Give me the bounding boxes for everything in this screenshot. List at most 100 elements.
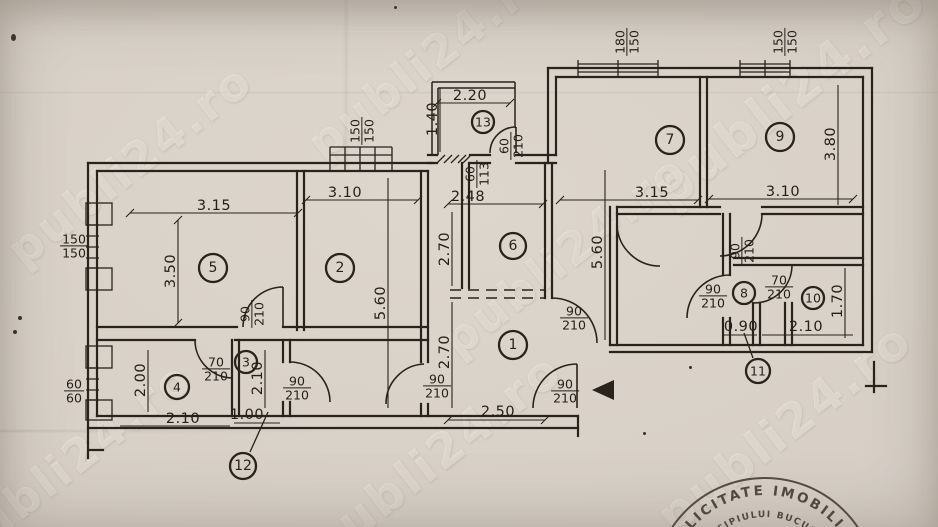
dimension-label: 2.70 xyxy=(437,334,453,370)
size-height: 60 xyxy=(64,390,84,406)
size-height: 210 xyxy=(202,368,230,384)
dimension-label: 2.10 xyxy=(250,360,266,396)
size-width: 90 xyxy=(705,281,721,297)
room-number-12: 12 xyxy=(228,451,258,481)
room-number-13: 13 xyxy=(470,109,496,135)
svg-text:3: 3 xyxy=(242,355,250,370)
size-width: 90 xyxy=(289,373,305,389)
size-height: 210 xyxy=(510,132,526,160)
dimension-label: 5.60 xyxy=(373,285,389,321)
svg-text:9: 9 xyxy=(776,129,785,145)
size-height: 210 xyxy=(283,387,311,403)
size-height: 150 xyxy=(626,28,642,56)
dimension-label: 3.15 xyxy=(196,198,232,214)
room-number-2: 2 xyxy=(324,252,356,284)
dimension-label: 2.10 xyxy=(788,319,824,335)
size-width: 150 xyxy=(770,30,786,54)
size-width: 60 xyxy=(496,138,512,154)
size-width: 150 xyxy=(62,231,86,247)
entrance-arrow-icon xyxy=(592,380,614,400)
svg-text:12: 12 xyxy=(234,458,252,474)
size-height: 210 xyxy=(699,295,727,311)
dashed-partition xyxy=(450,289,545,299)
svg-text:6: 6 xyxy=(509,238,518,254)
room-number-8: 8 xyxy=(731,280,757,306)
dimension-label: 1.00 xyxy=(229,407,265,423)
dimension-label: 1.40 xyxy=(425,101,441,137)
leader-lines xyxy=(249,332,754,453)
size-height: 210 xyxy=(741,237,757,265)
size-height: 150 xyxy=(784,28,800,56)
svg-text:13: 13 xyxy=(475,115,491,130)
size-height: 113 xyxy=(476,160,492,188)
size-height: 210 xyxy=(551,390,579,406)
size-height: 210 xyxy=(423,385,451,401)
room-number-3: 3 xyxy=(233,349,259,375)
dimension-label: 3.10 xyxy=(327,185,363,201)
room-number-7: 7 xyxy=(654,124,686,156)
size-width: 90 xyxy=(727,243,743,259)
room-number-11: 11 xyxy=(744,357,772,385)
svg-text:1: 1 xyxy=(509,337,518,353)
size-width: 90 xyxy=(237,306,253,322)
size-width: 90 xyxy=(429,371,445,387)
size-width: 150 xyxy=(347,119,363,143)
size-width: 70 xyxy=(771,272,787,288)
size-height: 150 xyxy=(361,117,377,145)
dimension-lines xyxy=(120,85,858,427)
svg-text:10: 10 xyxy=(805,291,821,306)
balcony-railing xyxy=(431,81,516,155)
size-width: 60 xyxy=(66,376,82,392)
dimension-label: 2.48 xyxy=(450,189,486,205)
walls xyxy=(86,66,888,460)
dimension-label: 3.80 xyxy=(823,126,839,162)
dimension-label: 2.10 xyxy=(165,411,201,427)
room-number-5: 5 xyxy=(197,252,229,284)
svg-text:5: 5 xyxy=(209,260,218,276)
room-number-10: 10 xyxy=(800,285,826,311)
size-height: 210 xyxy=(560,317,588,333)
dimension-label: 1.70 xyxy=(830,283,846,319)
dimension-label: 3.15 xyxy=(634,185,670,201)
size-height: 210 xyxy=(765,286,793,302)
svg-text:4: 4 xyxy=(173,380,181,395)
dimension-label: 3.10 xyxy=(765,184,801,200)
room-number-6: 6 xyxy=(498,231,528,261)
dimension-label: 5.60 xyxy=(590,234,606,270)
size-width: 180 xyxy=(612,30,628,54)
dimension-label: 2.50 xyxy=(480,404,516,420)
dimension-label: 2.00 xyxy=(133,362,149,398)
dimension-label: 2.70 xyxy=(437,231,453,267)
windows xyxy=(85,60,791,421)
room-number-4: 4 xyxy=(163,373,191,401)
dimension-label: 0.90 xyxy=(723,319,759,335)
dimension-label: 2.20 xyxy=(452,88,488,104)
size-width: 60 xyxy=(462,166,478,182)
svg-text:8: 8 xyxy=(740,286,748,301)
size-width: 90 xyxy=(557,376,573,392)
dimension-label: 3.50 xyxy=(163,253,179,289)
agency-stamp: PUBLICITATE IMOBILIARA MUNICIPIULUI BUCU… xyxy=(662,477,865,527)
door-arcs xyxy=(194,126,793,409)
svg-text:11: 11 xyxy=(750,364,766,379)
svg-text:2: 2 xyxy=(336,260,345,276)
size-height: 210 xyxy=(251,300,267,328)
